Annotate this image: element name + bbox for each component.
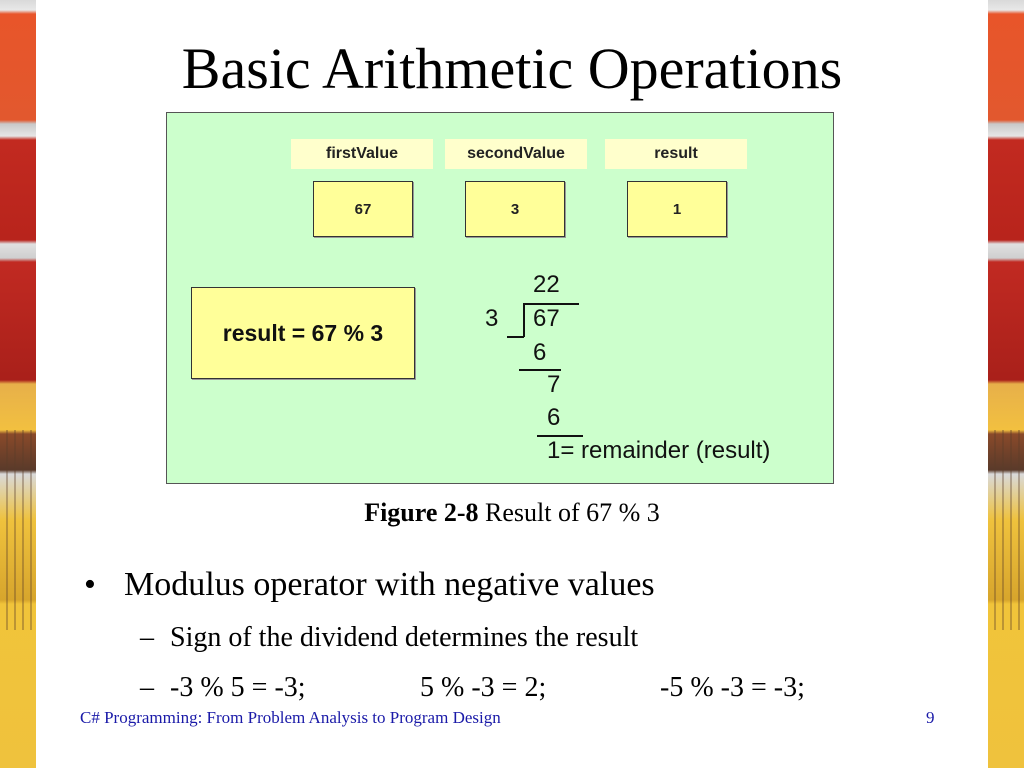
sub-bullet-dash: –: [140, 622, 154, 653]
sub-bullet-1: –Sign of the dividend determines the res…: [140, 622, 638, 654]
bullet-main: • Modulus operator with negative values: [84, 566, 655, 604]
left-decorative-strip: [0, 0, 36, 768]
division-step-1: 6: [533, 339, 547, 366]
second-value-box: 3: [465, 181, 565, 237]
division-bracket: [523, 303, 525, 337]
first-value-box: 67: [313, 181, 413, 237]
result-box: 1: [627, 181, 727, 237]
division-divisor: 3: [485, 305, 499, 332]
sub-bullet-1-text: Sign of the dividend determines the resu…: [170, 622, 639, 653]
example-1: -3 % 5 = -3;: [170, 672, 306, 703]
division-step-2: 7: [547, 371, 561, 398]
label-second-value: secondValue: [445, 139, 587, 169]
division-step-3: 6: [547, 404, 561, 431]
expression-box: result = 67 % 3: [191, 287, 415, 379]
figure-panel: firstValue secondValue result 67 3 1 res…: [166, 112, 834, 484]
division-top-bar: [523, 303, 579, 305]
right-decorative-strip: [988, 0, 1024, 768]
division-line-2: [537, 435, 583, 437]
footer-text: C# Programming: From Problem Analysis to…: [80, 708, 501, 727]
bullet-main-text: Modulus operator with negative values: [124, 566, 655, 603]
bullet-dot: •: [84, 566, 96, 603]
sub-bullet-dash: –: [140, 672, 154, 703]
division-line-1: [519, 369, 561, 371]
label-first-value: firstValue: [291, 139, 433, 169]
division-bracket-foot: [507, 336, 524, 338]
figure-caption: Figure 2-8 Result of 67 % 3: [0, 498, 1024, 528]
caption-label: Figure 2-8: [364, 498, 479, 527]
page-number: 9: [926, 708, 935, 727]
division-remainder: 1= remainder (result): [547, 437, 771, 464]
label-result: result: [605, 139, 747, 169]
example-3: -5 % -3 = -3;: [660, 672, 805, 703]
example-2: 5 % -3 = 2;: [420, 672, 547, 703]
sub-bullet-2: –-3 % 5 = -3; 5 % -3 = 2; -5 % -3 = -3;: [140, 672, 805, 704]
division-dividend: 67: [533, 305, 560, 332]
caption-text: Result of 67 % 3: [485, 498, 660, 527]
division-quotient: 22: [533, 271, 560, 298]
slide-title: Basic Arithmetic Operations: [181, 36, 843, 101]
